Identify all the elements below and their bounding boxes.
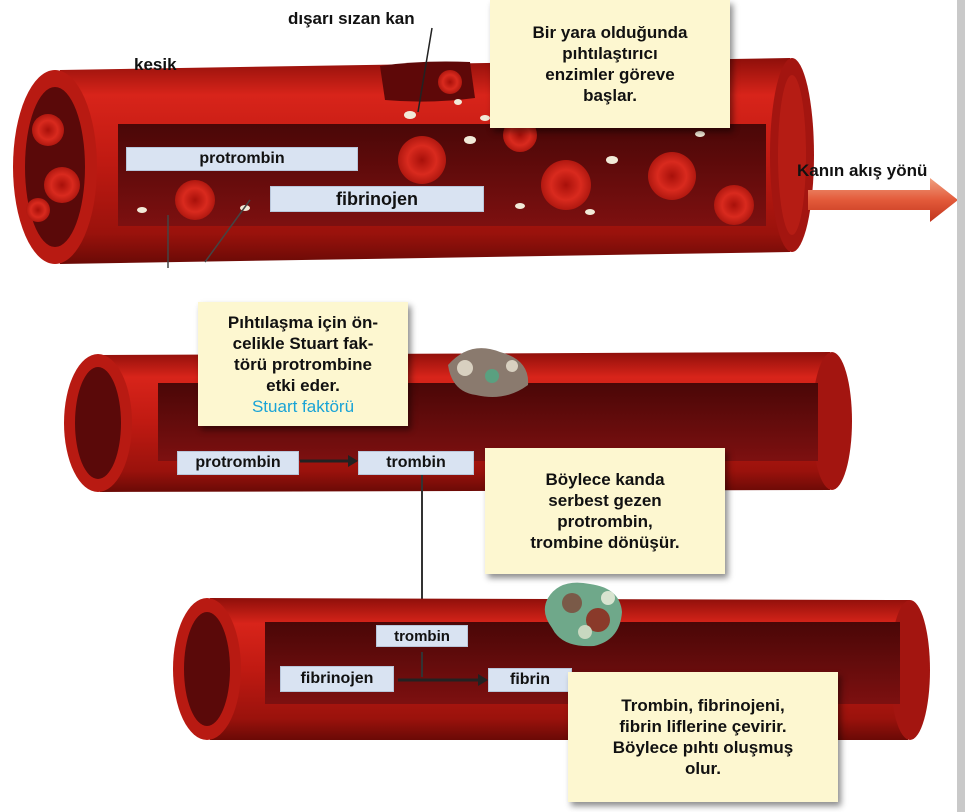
stuart-note: Pıhtılaşma için ön- celikle Stuart fak- … <box>198 302 408 426</box>
vessel-2 <box>64 348 852 620</box>
conversion-note: Böylece kanda serbest gezen protrombin, … <box>485 448 725 574</box>
wound-note: Bir yara olduğunda pıhtılaştırıcı enziml… <box>490 0 730 128</box>
fibrinogen-chip-v1: fibrinojen <box>270 186 484 212</box>
cut-label: kesik <box>134 55 177 75</box>
prothrombin-chip-v2: protrombin <box>177 451 299 475</box>
flow-direction-label: Kanın akış yönü <box>797 161 927 181</box>
thrombin-chip-v2: trombin <box>358 451 474 475</box>
fibrin-chip-v3: fibrin <box>488 668 572 692</box>
stuart-factor-label: Stuart faktörü <box>252 396 354 417</box>
thrombin-chip-v3: trombin <box>376 625 468 647</box>
page-edge <box>957 0 965 812</box>
prothrombin-chip-v1: protrombin <box>126 147 358 171</box>
fibrinogen-chip-v3: fibrinojen <box>280 666 394 692</box>
leaking-blood-label: dışarı sızan kan <box>288 9 415 29</box>
flow-arrow <box>808 178 958 222</box>
fibrin-note: Trombin, fibrinojeni, fibrin liflerine ç… <box>568 672 838 802</box>
